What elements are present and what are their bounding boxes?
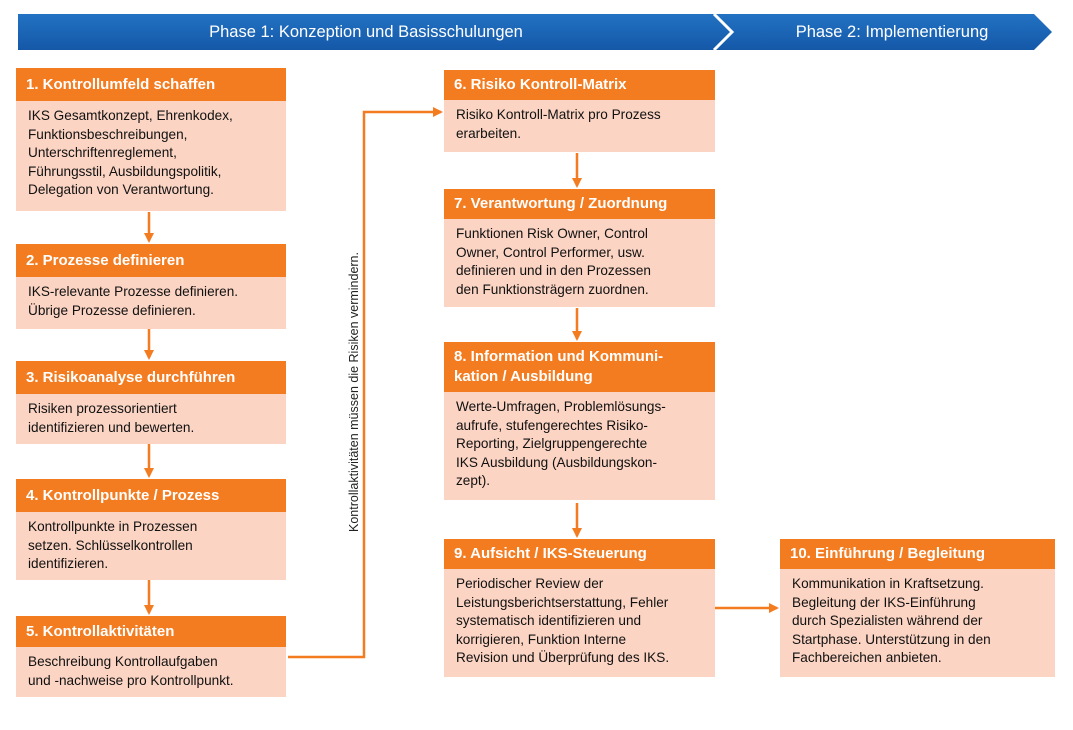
side-note: Kontrollaktivitäten müssen die Risiken v… <box>347 252 361 532</box>
step-6-box: 6. Risiko Kontroll-Matrix Risiko Kontrol… <box>444 70 715 152</box>
step-3-title: 3. Risikoanalyse durchführen <box>16 361 286 394</box>
step-9-title: 9. Aufsicht / IKS-Steuerung <box>444 539 715 569</box>
step-6-body: Risiko Kontroll-Matrix pro Prozess erarb… <box>444 100 715 152</box>
arrow-5-6 <box>288 107 443 659</box>
step-4-box: 4. Kontrollpunkte / Prozess Kontrollpunk… <box>16 479 286 580</box>
phase-divider <box>712 12 735 52</box>
step-7-body: Funktionen Risk Owner, Control Owner, Co… <box>444 219 715 307</box>
phase-1-label: Phase 1: Konzeption und Basisschulungen <box>209 23 523 41</box>
step-2-body: IKS-relevante Prozesse definieren. Übrig… <box>16 277 286 329</box>
step-2-box: 2. Prozesse definieren IKS-relevante Pro… <box>16 244 286 329</box>
step-7-title: 7. Verantwortung / Zuordnung <box>444 189 715 219</box>
phase-1-banner <box>18 14 732 50</box>
step-5-title: 5. Kontrollaktivitäten <box>16 616 286 647</box>
step-8-title: 8. Information und Kommuni- kation / Aus… <box>444 342 715 392</box>
step-1-title: 1. Kontrollumfeld schaffen <box>16 68 286 101</box>
step-6-title: 6. Risiko Kontroll-Matrix <box>444 70 715 100</box>
step-8-box: 8. Information und Kommuni- kation / Aus… <box>444 342 715 500</box>
step-9-box: 9. Aufsicht / IKS-Steuerung Periodischer… <box>444 539 715 677</box>
phase-2-label: Phase 2: Implementierung <box>795 23 989 41</box>
step-4-body: Kontrollpunkte in Prozessen setzen. Schl… <box>16 512 286 580</box>
phase-2-banner <box>714 14 1052 50</box>
step-3-box: 3. Risikoanalyse durchführen Risiken pro… <box>16 361 286 444</box>
step-5-body: Beschreibung Kontrollaufgaben und -nachw… <box>16 647 286 697</box>
step-10-box: 10. Einführung / Begleitung Kommunikatio… <box>780 539 1055 677</box>
step-10-body: Kommunikation in Kraftsetzung. Begleitun… <box>780 569 1055 677</box>
step-8-body: Werte-Umfragen, Problemlösungs- aufrufe,… <box>444 392 715 500</box>
step-10-title: 10. Einführung / Begleitung <box>780 539 1055 569</box>
step-1-body: IKS Gesamtkonzept, Ehrenkodex, Funktions… <box>16 101 286 211</box>
step-1-box: 1. Kontrollumfeld schaffen IKS Gesamtkon… <box>16 68 286 211</box>
step-3-body: Risiken prozessorientiert identifizieren… <box>16 394 286 444</box>
step-7-box: 7. Verantwortung / Zuordnung Funktionen … <box>444 189 715 307</box>
step-4-title: 4. Kontrollpunkte / Prozess <box>16 479 286 512</box>
step-9-body: Periodischer Review der Leistungsbericht… <box>444 569 715 677</box>
step-5-box: 5. Kontrollaktivitäten Beschreibung Kont… <box>16 616 286 697</box>
step-2-title: 2. Prozesse definieren <box>16 244 286 277</box>
